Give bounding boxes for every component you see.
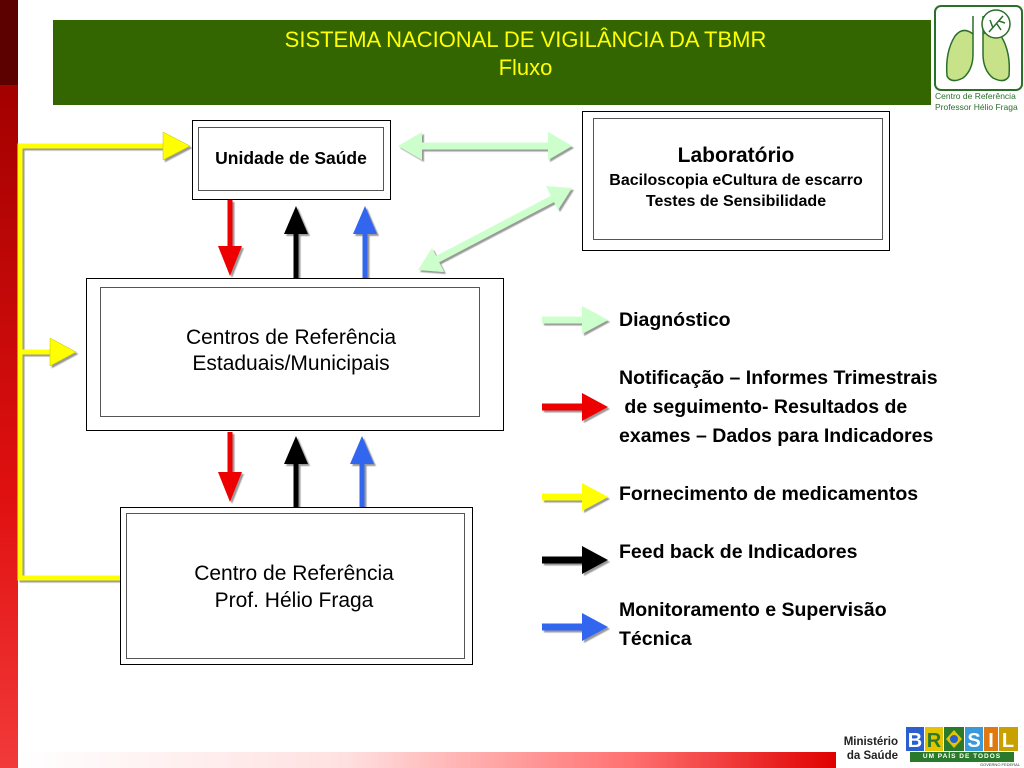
legend-monitoramento-line1: Monitoramento e Supervisão — [619, 599, 887, 621]
svg-text:L: L — [1002, 730, 1014, 752]
brasil-governo-federal: GOVERNO FEDERAL — [979, 762, 1020, 767]
legend-notificacao-line2: de seguimento- Resultados de — [619, 396, 908, 418]
legend-arrows — [542, 306, 608, 641]
laboratorio-title: Laboratório — [677, 144, 795, 167]
brasil-logo-icon: B R S I L — [906, 727, 1018, 752]
centro-helio-fraga-line1: Centro de Referência — [194, 562, 394, 585]
page-subtitle: Fluxo — [498, 55, 553, 80]
legend-fornecimento: Fornecimento de medicamentos — [619, 483, 919, 505]
laboratorio-inner — [593, 118, 883, 240]
unidade-saude-box — [192, 120, 391, 200]
yellow-supply-arrows — [17, 131, 191, 581]
legend-notificacao-line1: Notificação – Informes Trimestrais — [619, 367, 938, 389]
green-arrow-centros-lab — [418, 186, 572, 272]
laboratorio-line2: Testes de Sensibilidade — [645, 193, 827, 210]
svg-text:B: B — [908, 730, 922, 752]
centro-helio-fraga-box — [120, 507, 473, 665]
header-banner — [53, 20, 931, 105]
legend-notificacao-line3: exames – Dados para Indicadores — [619, 425, 934, 447]
lungs-logo-icon — [934, 5, 1023, 91]
bottom-gradient-bar — [18, 752, 836, 768]
centros-estaduais-inner — [100, 287, 480, 417]
logo-caption-line1: Centro de Referência — [935, 91, 1016, 101]
unidade-saude-inner — [198, 127, 384, 191]
legend-monitoramento-line2: Técnica — [619, 628, 692, 650]
legend-diagnostico: Diagnóstico — [619, 309, 731, 331]
centro-helio-fraga-line2: Prof. Hélio Fraga — [214, 589, 374, 612]
left-bar-dark — [0, 0, 18, 85]
arrows-centros-hf — [218, 432, 374, 508]
arrows-unidade-centros — [218, 200, 377, 278]
legend-feedback: Feed back de Indicadores — [619, 541, 858, 563]
svg-text:R: R — [927, 730, 942, 752]
centros-estaduais-line2: Estaduais/Municipais — [192, 352, 390, 375]
centros-estaduais-box — [86, 278, 504, 431]
svg-text:I: I — [988, 730, 994, 752]
left-bar-red — [0, 85, 18, 768]
centro-helio-fraga-inner — [126, 513, 465, 659]
unidade-saude-label: Unidade de Saúde — [215, 148, 367, 168]
logo-caption-line2: Professor Hélio Fraga — [935, 102, 1018, 112]
laboratorio-line1: Baciloscopia eCultura de escarro — [609, 172, 863, 189]
brasil-tagline: UM PAÍS DE TODOS — [910, 752, 1014, 762]
centros-estaduais-line1: Centros de Referência — [185, 326, 397, 349]
svg-text:S: S — [967, 730, 980, 752]
green-arrow-unidade-lab — [398, 132, 572, 160]
ministerio-saude-line1: Ministério — [843, 736, 898, 748]
page-title: SISTEMA NACIONAL DE VIGILÂNCIA DA TBMR — [284, 27, 767, 52]
ministerio-saude-line2: da Saúde — [846, 750, 898, 762]
laboratorio-box — [582, 111, 890, 251]
